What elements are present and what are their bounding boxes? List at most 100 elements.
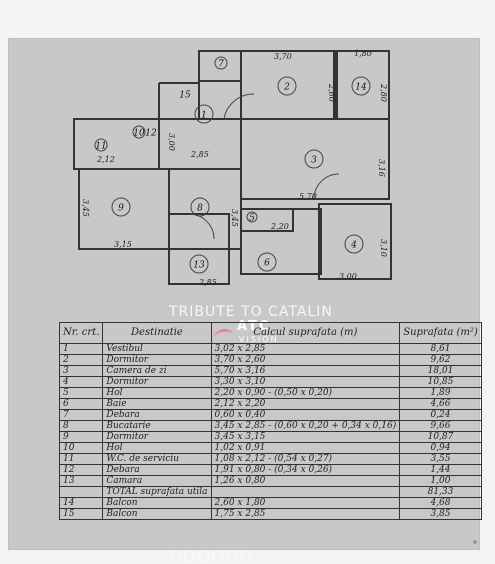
row-nr: 15 <box>58 508 104 520</box>
row-nr: 4 <box>58 376 104 388</box>
row-calcul: 3,45 x 3,15 <box>210 431 401 443</box>
header-destinatie: Destinatie <box>102 322 212 344</box>
header-calcul: Calcul suprafata (m) <box>210 322 401 344</box>
carousel-dots[interactable]: ○○○○○○ <box>169 548 255 564</box>
row-suprafata: 9,62 <box>399 354 482 366</box>
row-calcul: 5,70 x 3,16 <box>210 365 401 377</box>
room-2-label: 2 <box>283 83 290 93</box>
row-destinatie: Vestibul <box>102 343 212 355</box>
row-calcul: 2,20 x 0,90 - (0,50 x 0,20) <box>210 387 401 399</box>
row-suprafata: 1,44 <box>399 464 482 476</box>
row-suprafata: 4,66 <box>399 398 482 410</box>
row-nr <box>58 486 104 498</box>
dim-label: 3,00 <box>339 272 357 281</box>
dim-label: 3,10 <box>379 239 388 257</box>
row-nr: 5 <box>58 387 104 399</box>
dim-label: 2,80 <box>379 83 388 102</box>
header-nr: Nr. crt. <box>58 322 104 344</box>
row-calcul: 2,12 x 2,20 <box>210 398 401 410</box>
row-destinatie: Dormitor <box>102 376 212 388</box>
row-suprafata: 4,68 <box>399 497 482 509</box>
room-7-label: 7 <box>218 60 224 70</box>
dim-label: 3,45 <box>81 199 90 217</box>
room-9-label: 9 <box>118 204 124 214</box>
row-destinatie: TOTAL suprafata utila <box>102 486 212 498</box>
dim-label: 2,85 <box>190 150 209 159</box>
dim-label: 3,00 <box>167 133 176 151</box>
room-1-label: 1 <box>201 111 207 121</box>
row-calcul: 2,60 x 1,80 <box>210 497 401 509</box>
room-10-label: 10 <box>133 129 145 139</box>
row-destinatie: Bucatarie <box>102 420 212 432</box>
row-destinatie: Dormitor <box>102 431 212 443</box>
room-3-label: 3 <box>311 156 317 166</box>
scanned-plan-sheet: 1 2 3 4 5 6 7 8 9 10 11 12 13 14 15 3,70… <box>8 38 482 564</box>
row-calcul: 1,08 x 2,12 - (0,54 x 0,27) <box>210 453 401 465</box>
room-5-label: 5 <box>249 214 255 224</box>
dim-label: 3,15 <box>114 240 132 249</box>
watermark-text: TRIBUTE TO CATALIN <box>169 304 333 320</box>
row-destinatie: Dormitor <box>102 354 212 366</box>
row-nr: 7 <box>58 409 104 421</box>
row-suprafata: 10,85 <box>399 376 482 388</box>
dim-label: 3,70 <box>274 52 292 61</box>
row-nr: 3 <box>58 365 104 377</box>
row-destinatie: Hol <box>102 387 212 399</box>
row-suprafata: 0,94 <box>399 442 482 454</box>
row-nr: 11 <box>58 453 104 465</box>
table-header-row: Nr. crt. Destinatie Calcul suprafata (m)… <box>58 322 482 344</box>
row-destinatie: W.C. de serviciu <box>102 453 212 465</box>
room-8-label: 8 <box>197 204 203 214</box>
room-14-label: 14 <box>355 83 367 93</box>
row-suprafata: 9,66 <box>399 420 482 432</box>
dim-label: 2,12 <box>96 155 115 164</box>
row-suprafata: 3,55 <box>399 453 482 465</box>
row-suprafata: 1,89 <box>399 387 482 399</box>
dim-label: 5,70 <box>299 192 317 201</box>
room-6-label: 6 <box>264 259 270 269</box>
row-nr: 8 <box>58 420 104 432</box>
row-suprafata: 8,61 <box>399 343 482 355</box>
header-suprafata: Suprafata (m²) <box>399 322 482 344</box>
room-15-label: 15 <box>179 91 191 101</box>
row-calcul: 3,70 x 2,60 <box>210 354 401 366</box>
row-calcul: 3,30 x 3,10 <box>210 376 401 388</box>
row-destinatie: Camera de zi <box>102 365 212 377</box>
row-destinatie: Debara <box>102 409 212 421</box>
row-suprafata: 0,24 <box>399 409 482 421</box>
row-calcul: 1,26 x 0,80 <box>210 475 401 487</box>
row-destinatie: Baie <box>102 398 212 410</box>
row-suprafata: 1,00 <box>399 475 482 487</box>
row-nr: 2 <box>58 354 104 366</box>
dim-label: 2,60 <box>327 83 336 102</box>
dim-label: 1,80 <box>354 49 372 58</box>
area-table-wrapper: Nr. crt. Destinatie Calcul suprafata (m)… <box>58 322 482 550</box>
row-nr: 13 <box>58 475 104 487</box>
row-suprafata: 18,01 <box>399 365 482 377</box>
area-table: Nr. crt. Destinatie Calcul suprafata (m)… <box>58 322 482 520</box>
dim-label: 3,16 <box>377 159 386 177</box>
row-destinatie: Debara <box>102 464 212 476</box>
row-destinatie: Hol <box>102 442 212 454</box>
dim-label: 3,45 <box>230 209 239 227</box>
dim-label: 2,85 <box>198 278 217 287</box>
floor-plan: 1 2 3 4 5 6 7 8 9 10 11 12 13 14 15 3,70… <box>73 49 392 287</box>
row-calcul: 1,75 x 2,85 <box>210 508 401 520</box>
dot-icon <box>473 540 477 544</box>
